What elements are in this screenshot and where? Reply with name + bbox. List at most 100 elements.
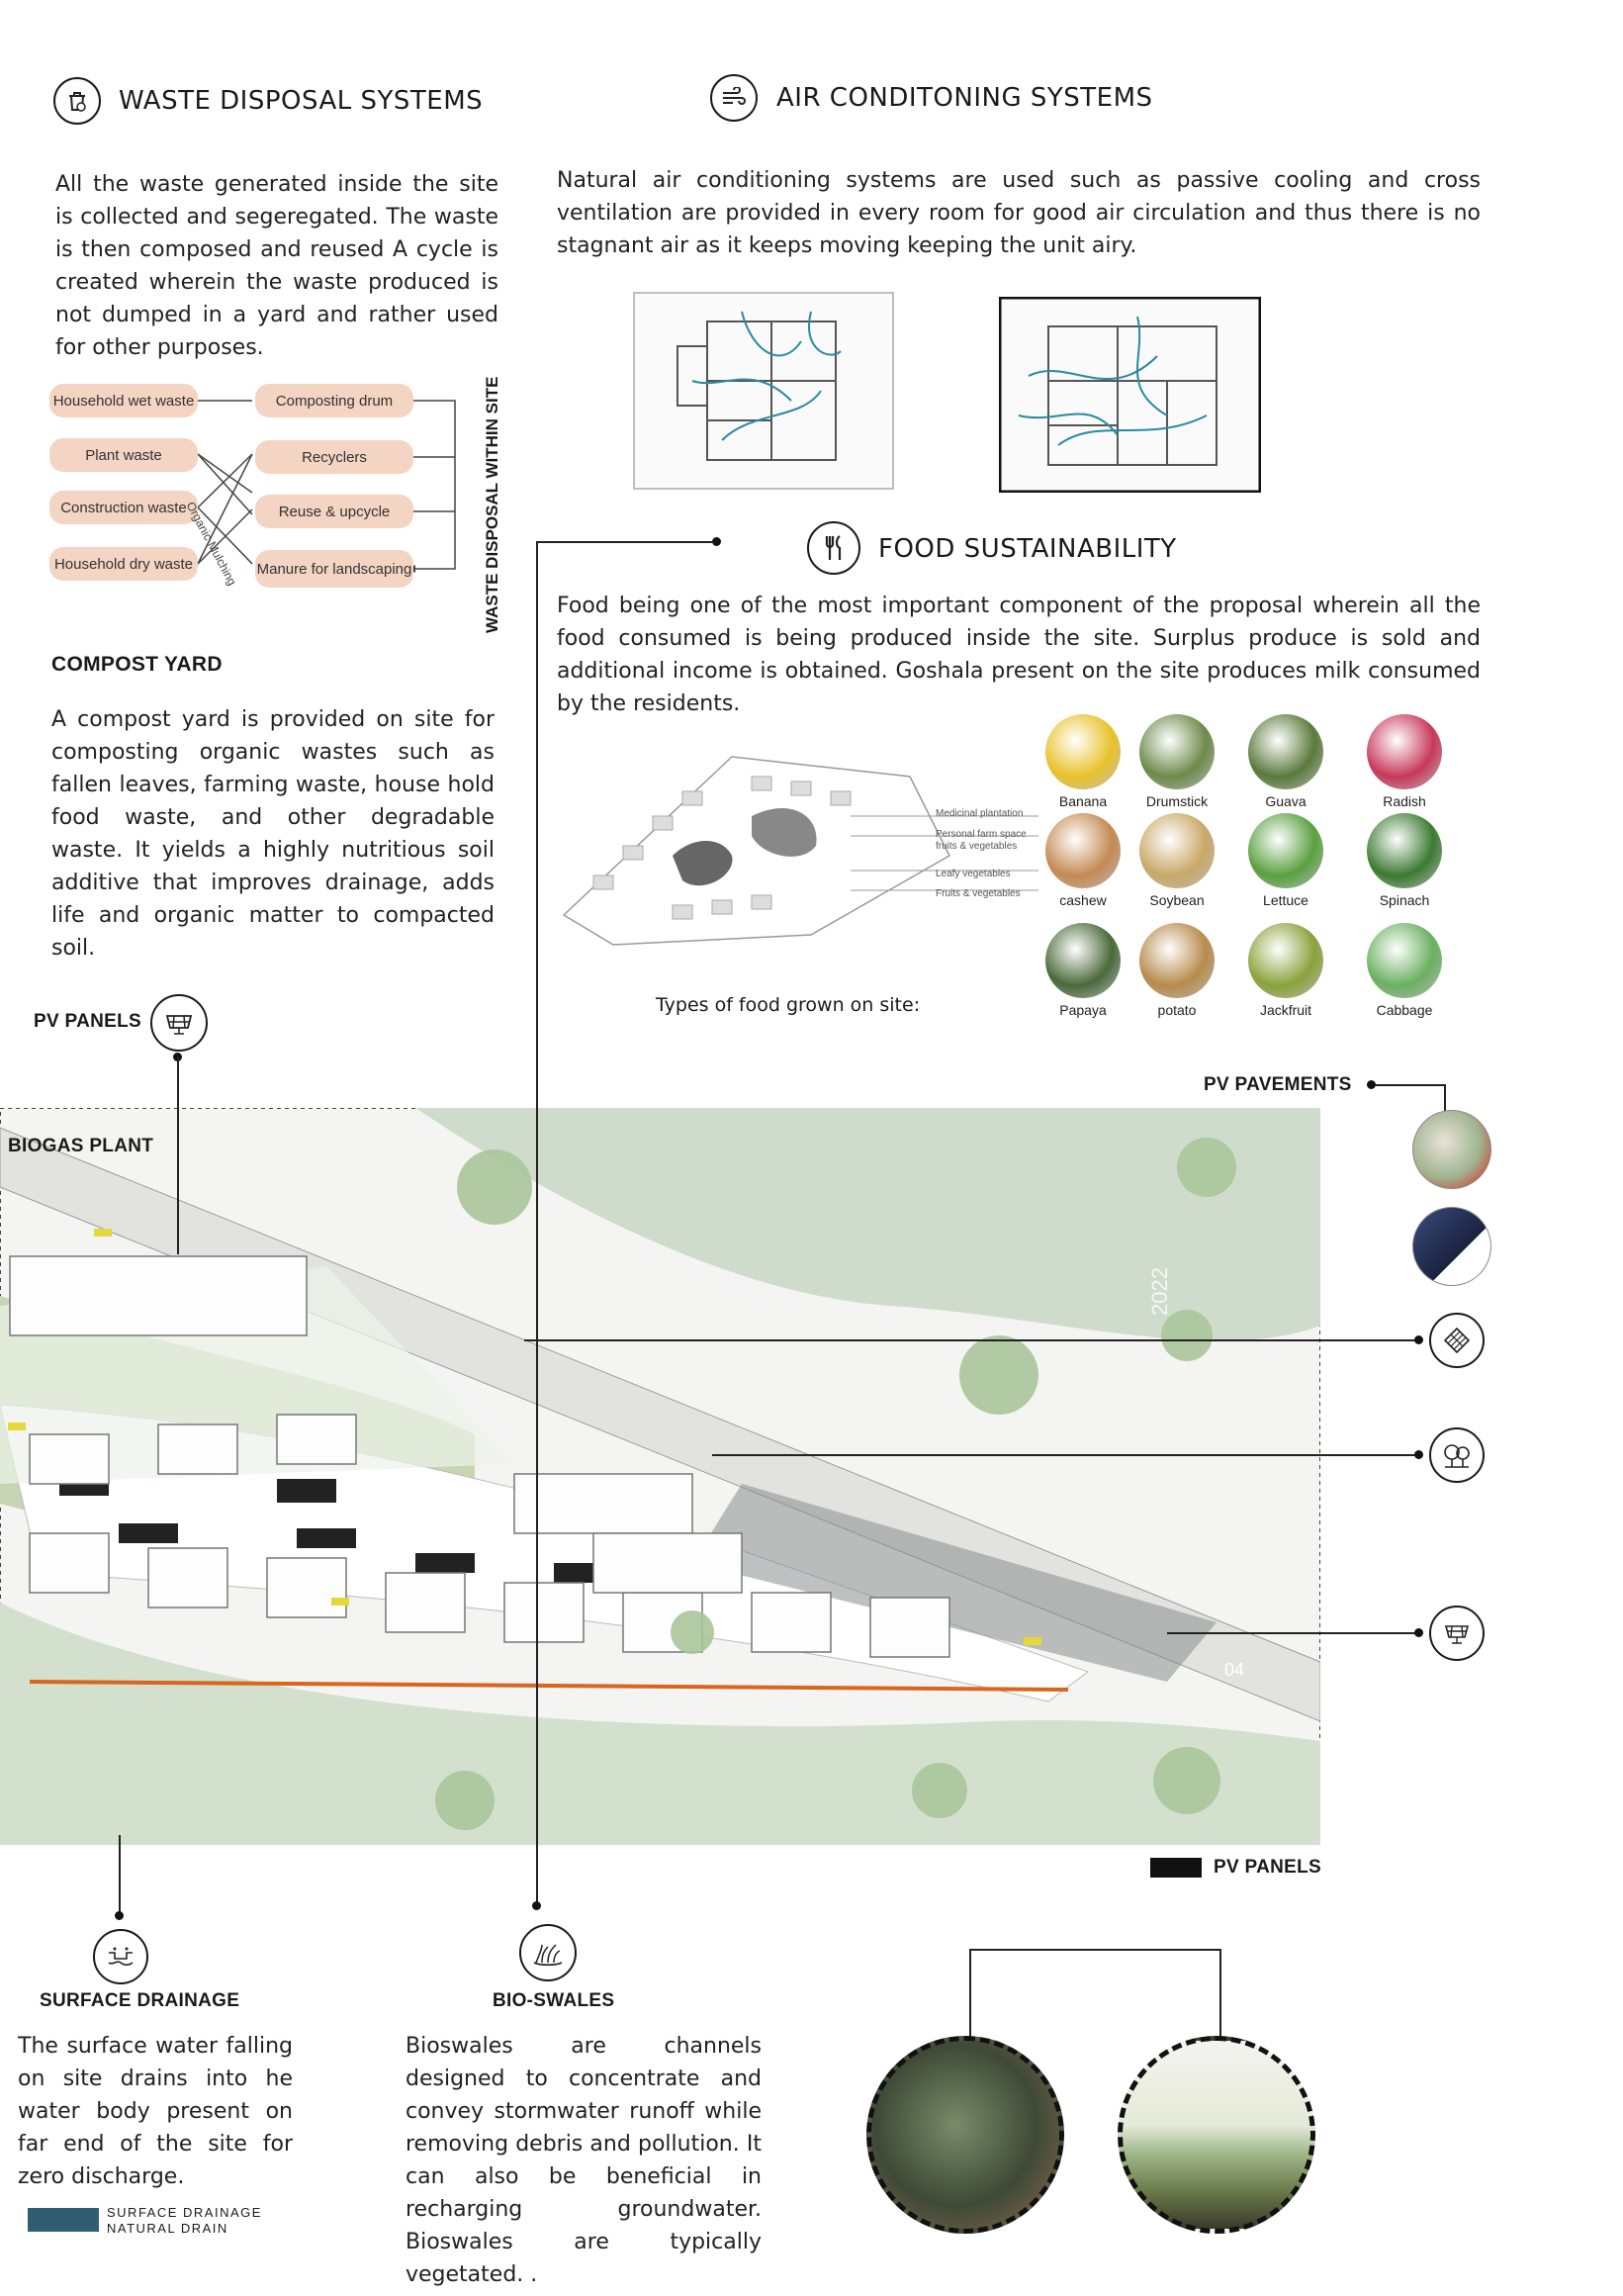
drainage-callout-dot [115, 1911, 124, 1920]
bioswale-link-right [1219, 1949, 1221, 2043]
food-item-radish: Radish [1360, 714, 1449, 809]
food-callout-line-v [536, 541, 538, 1906]
site-sheet-number: 04 [1224, 1660, 1245, 1680]
compost-body: A compost yard is provided on site for c… [51, 707, 495, 961]
biogas-label: BIOGAS PLANT [8, 1136, 154, 1156]
bioswale-link-left [969, 1949, 971, 2043]
bioswales-heading: BIO-SWALES [493, 1990, 615, 2011]
waste-dest-manure: Manure for landscaping [255, 550, 413, 588]
floor-plan-2 [999, 297, 1261, 493]
waste-heading: WASTE DISPOSAL SYSTEMS [119, 86, 484, 116]
solar-callout-dot [1414, 1628, 1423, 1637]
food-photo [1367, 813, 1442, 888]
food-photo [1367, 714, 1442, 789]
floor-plan-1 [633, 292, 894, 490]
pv-pavement-photo-1 [1412, 1110, 1491, 1189]
cutlery-icon [807, 521, 860, 575]
food-item-label: cashew [1059, 892, 1107, 908]
solar-panel-callout-icon [1429, 1606, 1485, 1661]
solar-panel-icon [150, 994, 208, 1052]
waste-bin-icon [53, 77, 101, 125]
food-item-lettuce: Lettuce [1241, 813, 1330, 908]
food-photo [1045, 813, 1121, 888]
food-item-cashew: cashew [1038, 813, 1127, 908]
pv-pavement-photo-2 [1412, 1207, 1491, 1286]
drainage-callout-line [119, 1835, 121, 1914]
wind-icon [710, 74, 758, 122]
site-aerial-render [0, 1108, 1320, 1845]
food-item-cabbage: Cabbage [1360, 923, 1449, 1018]
food-photo [1045, 923, 1121, 998]
food-item-label: Soybean [1149, 892, 1205, 908]
food-photo [1248, 923, 1323, 998]
waste-source-construction: Construction waste [49, 491, 198, 524]
food-item-banana: Banana [1038, 714, 1127, 809]
grass-icon [519, 1924, 577, 1981]
food-item-potato: potato [1132, 923, 1221, 1018]
food-item-label: Cabbage [1376, 1002, 1433, 1018]
bioswale-callout-dot [532, 1901, 541, 1910]
drainage-legend-label-2: NATURAL DRAIN [107, 2221, 228, 2236]
pv-pavements-line-v [1444, 1084, 1446, 1112]
bioswale-photo-2 [1118, 2036, 1315, 2234]
legend-pv-swatch [1150, 1858, 1202, 1878]
food-item-label: potato [1157, 1002, 1197, 1018]
food-item-label: Lettuce [1263, 892, 1308, 908]
food-item-label: Jackfruit [1259, 1002, 1312, 1018]
waste-dest-reuse: Reuse & upcycle [255, 495, 413, 528]
pv-panels-callout-line [177, 1056, 179, 1254]
drainage-body: The surface water falling on site drains… [18, 2034, 293, 2189]
food-callout-dot [712, 537, 721, 546]
waste-vertical-label: WASTE DISPOSAL WITHIN SITE [483, 376, 501, 633]
map-label-leafy: Leafy vegetables [936, 869, 1011, 879]
pv-pavements-dot [1367, 1080, 1376, 1089]
food-item-label: Drumstick [1145, 793, 1209, 809]
compost-heading: COMPOST YARD [51, 653, 223, 676]
air-heading: AIR CONDITONING SYSTEMS [776, 83, 1153, 113]
bioswale-link-line [969, 1949, 1219, 1951]
food-body: Food being one of the most important com… [557, 594, 1481, 716]
waste-source-household-dry: Household dry waste [49, 547, 198, 581]
pv-pavements-line [1375, 1084, 1444, 1086]
bioswales-body: Bioswales are channels designed to conce… [406, 2034, 762, 2287]
pv-panels-label: PV PANELS [34, 1011, 141, 1032]
food-item-label: Radish [1383, 793, 1426, 809]
food-item-label: Spinach [1379, 892, 1430, 908]
drainage-icon [93, 1929, 148, 1984]
pv-pavements-label: PV PAVEMENTS [1204, 1074, 1352, 1095]
food-photo [1248, 813, 1323, 888]
drainage-legend-label-1: SURFACE DRAINAGE [107, 2205, 262, 2220]
waste-source-plant: Plant waste [49, 438, 198, 472]
food-caption: Types of food grown on site: [656, 994, 921, 1016]
waste-body: All the waste generated inside the site … [55, 172, 498, 360]
food-item-spinach: Spinach [1360, 813, 1449, 908]
food-item-papaya: Papaya [1038, 923, 1127, 1018]
food-item-guava: Guava [1241, 714, 1330, 809]
food-callout-line-h [536, 541, 714, 543]
waste-dest-composting-drum: Composting drum [255, 384, 413, 417]
legend-pv-label: PV PANELS [1214, 1857, 1321, 1878]
air-body: Natural air conditioning systems are use… [557, 168, 1481, 258]
food-heading: FOOD SUSTAINABILITY [878, 534, 1177, 564]
pattern-callout-dot [1414, 1335, 1423, 1344]
food-photo [1045, 714, 1121, 789]
map-label-fruits: Fruits & vegetables [936, 888, 1021, 899]
food-photo [1248, 714, 1323, 789]
pavement-pattern-icon [1429, 1313, 1485, 1368]
food-photo [1139, 714, 1215, 789]
drainage-legend-swatch [28, 2208, 99, 2232]
site-watermark: 2022 [1147, 1267, 1172, 1316]
bioswale-photo-1 [866, 2036, 1064, 2234]
trees-icon [1429, 1427, 1485, 1483]
map-label-medicinal: Medicinal plantation [936, 808, 1024, 819]
food-item-label: Guava [1265, 793, 1307, 809]
drainage-heading: SURFACE DRAINAGE [40, 1990, 240, 2011]
food-item-label: Papaya [1059, 1002, 1107, 1018]
food-site-map [562, 756, 1038, 946]
waste-source-household-wet: Household wet waste [49, 384, 198, 417]
waste-dest-recyclers: Recyclers [255, 440, 413, 474]
food-item-jackfruit: Jackfruit [1241, 923, 1330, 1018]
food-photo [1139, 813, 1215, 888]
food-item-drumstick: Drumstick [1132, 714, 1221, 809]
pattern-callout-line [524, 1339, 1419, 1341]
